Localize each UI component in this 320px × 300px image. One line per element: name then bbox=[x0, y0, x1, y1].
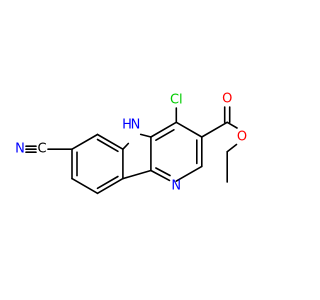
bond-benzene-5 bbox=[71, 177, 99, 195]
atom-o-ester: O bbox=[237, 130, 247, 145]
bond-benzene-1 bbox=[71, 133, 99, 150]
atom-n-indole: N bbox=[131, 118, 141, 133]
bond-c-o-ester bbox=[226, 121, 238, 129]
bond-benzene-4 bbox=[96, 177, 124, 195]
bond-pyridine-inner-1 bbox=[155, 129, 175, 141]
atom-nh-hydrogen: H bbox=[122, 118, 132, 133]
bond-c-carboxyl bbox=[201, 121, 228, 138]
bond-pyridine-5 bbox=[150, 169, 171, 182]
bond-pyridine-2 bbox=[175, 121, 203, 138]
atom-c-nitrile: C bbox=[37, 142, 46, 157]
atom-o-carbonyl: O bbox=[222, 92, 232, 107]
atom-labels: N C H N Cl O O N bbox=[15, 92, 247, 194]
bond-benzene-inner-2 bbox=[96, 175, 119, 190]
bond-benzene-inner-1 bbox=[96, 138, 119, 153]
bond-pyrrole-2 bbox=[139, 133, 152, 138]
structure-diagram: N C H N Cl O O N bbox=[15, 92, 247, 195]
bond-pyrrole-1 bbox=[122, 142, 130, 150]
atom-cl: Cl bbox=[170, 93, 183, 108]
bonds bbox=[25, 106, 238, 195]
bond-pyridine-4 bbox=[175, 165, 203, 182]
bond-pyrrole-4 bbox=[122, 169, 152, 180]
atom-n-terminal: N bbox=[15, 142, 25, 157]
bond-pyridine-inner-3 bbox=[155, 167, 171, 177]
bond-benzene-2 bbox=[96, 133, 124, 150]
bond-o-ch2 bbox=[226, 143, 238, 153]
bond-pyridine-1 bbox=[150, 121, 178, 138]
atom-n-pyridine: N bbox=[171, 179, 181, 194]
